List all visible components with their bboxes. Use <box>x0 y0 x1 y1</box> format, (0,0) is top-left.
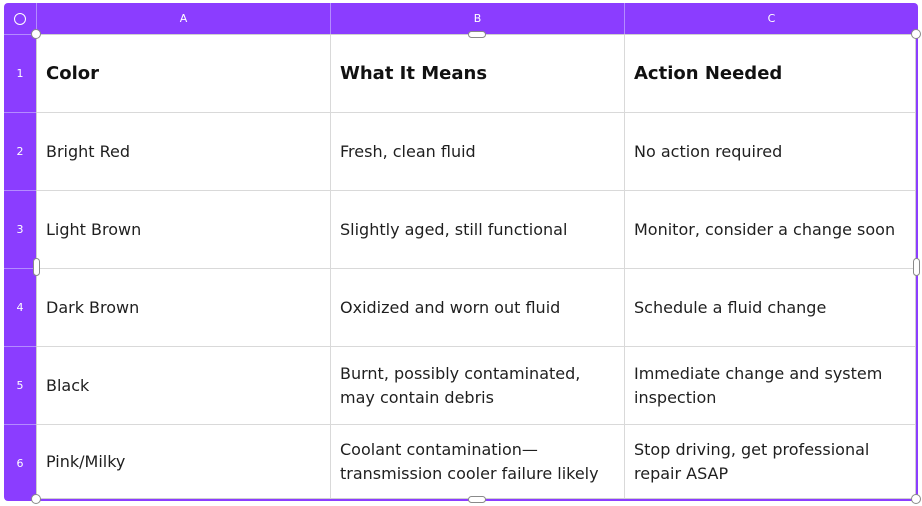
table-cell[interactable]: Burnt, possibly contaminated, may contai… <box>331 347 625 425</box>
column-header-b[interactable]: B <box>330 3 624 34</box>
table-cell[interactable]: No action required <box>625 113 915 191</box>
table-cell[interactable]: Fresh, clean fluid <box>331 113 625 191</box>
table-header-cell-meaning[interactable]: What It Means <box>331 35 625 113</box>
resize-handle-bottom-left[interactable] <box>31 494 41 504</box>
row-header-4[interactable]: 4 <box>4 268 36 346</box>
row-header-3[interactable]: 3 <box>4 190 36 268</box>
table-cell[interactable]: Dark Brown <box>37 269 331 347</box>
column-header-c[interactable]: C <box>624 3 918 34</box>
resize-handle-top[interactable] <box>468 31 486 38</box>
select-all-circle-icon <box>14 12 26 25</box>
resize-handle-top-left[interactable] <box>31 29 41 39</box>
table-cell[interactable]: Black <box>37 347 331 425</box>
resize-handle-bottom[interactable] <box>468 496 486 503</box>
table-cell[interactable]: Pink/Milky <box>37 425 331 498</box>
table-cell[interactable]: Monitor, consider a change soon <box>625 191 915 269</box>
row-header-2[interactable]: 2 <box>4 112 36 190</box>
table-cell[interactable]: Bright Red <box>37 113 331 191</box>
table-header-cell-action[interactable]: Action Needed <box>625 35 915 113</box>
table-cell[interactable]: Light Brown <box>37 191 331 269</box>
resize-handle-bottom-right[interactable] <box>911 494 921 504</box>
resize-handle-left[interactable] <box>33 258 40 276</box>
table-cell[interactable]: Immediate change and system inspection <box>625 347 915 425</box>
table-cell[interactable]: Stop driving, get professional repair AS… <box>634 439 870 483</box>
resize-handle-top-right[interactable] <box>911 29 921 39</box>
select-all-button[interactable] <box>4 3 36 34</box>
row-header-5[interactable]: 5 <box>4 346 36 424</box>
row-header-1[interactable]: 1 <box>4 34 36 112</box>
row-header-6[interactable]: 6 <box>4 424 36 501</box>
table-cell[interactable]: Slightly aged, still functional <box>331 191 625 269</box>
table-grid: Color What It Means Action Needed Bright… <box>36 34 916 499</box>
table-header-cell-color[interactable]: Color <box>37 35 331 113</box>
resize-handle-right[interactable] <box>913 258 920 276</box>
table-cell[interactable]: Coolant contamination—transmission coole… <box>331 425 625 498</box>
table-cell[interactable]: Schedule a fluid change <box>625 269 915 347</box>
column-header-a[interactable]: A <box>36 3 330 34</box>
table-cell[interactable]: Oxidized and worn out fluid <box>331 269 625 347</box>
